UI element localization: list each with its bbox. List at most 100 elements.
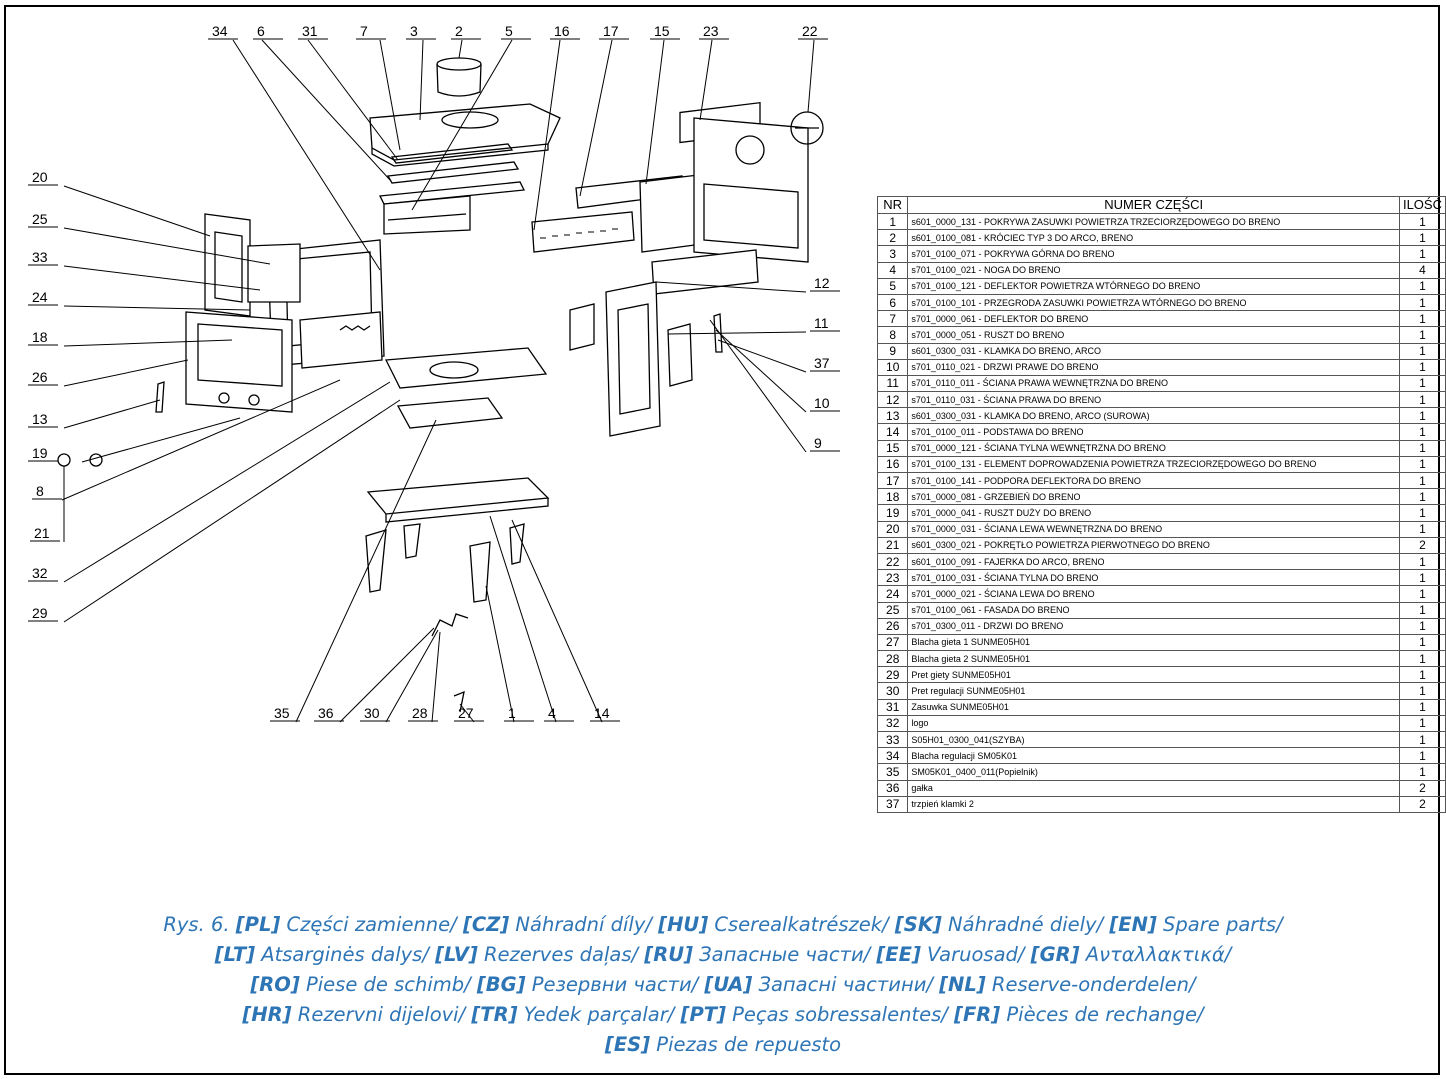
quantity-cell: 1	[1398, 763, 1446, 781]
part-number-cell: 32	[876, 714, 909, 733]
part-name-cell: s701_0000_121 - ŚCIANA TYLNA WEWNĘTRZNA …	[907, 439, 1400, 457]
callout-label: 11	[814, 315, 829, 331]
part-number-cell: 7	[876, 310, 909, 328]
caption-text: Varuosad/	[920, 943, 1031, 966]
part-name-cell: Pret regulacji SUNME05H01	[907, 682, 1400, 700]
part-number-cell: 21	[876, 536, 909, 554]
language-code: [EN]	[1109, 913, 1157, 936]
front-door-part	[185, 311, 293, 413]
callout-label: 9	[814, 435, 822, 451]
part-number-cell: 28	[876, 650, 909, 668]
quantity-cell: 1	[1398, 650, 1446, 668]
caption-text: Rezerves daļas/	[477, 943, 645, 966]
part-name-cell: s601_0100_091 - FAJERKA DO ARCO, BRENO	[907, 552, 1400, 571]
right-door-part	[667, 323, 693, 387]
caption-line: [RO] Piese de schimb/ [BG] Резервни част…	[20, 970, 1426, 1000]
air-supply-element	[531, 211, 635, 253]
quantity-cell: 1	[1398, 310, 1446, 328]
part-name-cell: s701_0100_021 - NOGA DO BRENO	[907, 261, 1400, 279]
ash-pan-part	[396, 397, 504, 429]
callout-label: 14	[594, 705, 610, 721]
quantity-cell: 1	[1398, 245, 1446, 263]
language-code: [HU]	[658, 913, 709, 936]
language-code: [EE]	[876, 943, 921, 966]
caption-text: Náhradní díly/	[509, 913, 659, 936]
caption-text: Ανταλλακτικά/	[1079, 943, 1232, 966]
quantity-cell: 1	[1398, 504, 1446, 522]
caption-text: Rezervni dijelovi/	[291, 1003, 472, 1026]
caption-text: Cserealkatrészek/	[708, 913, 895, 936]
quantity-cell: 1	[1398, 569, 1446, 587]
callout-label: 16	[554, 23, 570, 39]
rear-wall-part	[693, 117, 809, 263]
callout-label: 18	[32, 329, 48, 345]
callout-label: 6	[257, 23, 265, 39]
caption-line: Rys. 6. [PL] Części zamienne/ [CZ] Náhra…	[20, 910, 1426, 940]
language-code: [BG]	[476, 973, 526, 996]
caption-text: Запасні частини/	[752, 973, 940, 996]
part-name-cell: Blacha gieta 2 SUNME05H01	[907, 650, 1400, 668]
quantity-cell: 1	[1398, 730, 1446, 749]
part-number-cell: 1	[876, 212, 909, 231]
part-number-cell: 14	[876, 423, 909, 441]
callout-label: 28	[412, 705, 428, 721]
flue-collar-body	[436, 63, 482, 97]
part-number-cell: 10	[876, 358, 909, 376]
quantity-cell: 1	[1398, 342, 1446, 360]
quantity-cell: 2	[1398, 795, 1446, 813]
rod-part	[431, 613, 469, 637]
quantity-cell: 1	[1398, 391, 1446, 409]
caption-line: [LT] Atsarginės dalys/ [LV] Rezerves daļ…	[20, 940, 1426, 970]
callout-label: 3	[410, 23, 418, 39]
quantity-cell: 1	[1398, 601, 1446, 619]
language-code: [LV]	[435, 943, 478, 966]
callout-label: 31	[302, 23, 318, 39]
part-number-cell: 3	[876, 245, 909, 263]
language-code: [FR]	[954, 1003, 1001, 1026]
quantity-cell: 1	[1398, 747, 1446, 765]
column-header-qty: ILOŚĆ	[1398, 196, 1446, 214]
callout-label: 21	[34, 525, 50, 541]
quantity-cell: 1	[1398, 212, 1446, 231]
caption-text: Запасные части/	[692, 943, 877, 966]
quantity-cell: 1	[1398, 552, 1446, 571]
callout-label: 17	[603, 23, 619, 39]
part-name-cell: s701_0100_121 - DEFLEKTOR POWIETRZA WTÓR…	[907, 277, 1400, 295]
part-number-cell: 8	[876, 326, 909, 344]
part-name-cell: s701_0000_061 - DEFLEKTOR DO BRENO	[907, 310, 1400, 328]
part-name-cell: s701_0000_041 - RUSZT DUŻY DO BRENO	[907, 504, 1400, 522]
part-number-cell: 35	[876, 763, 909, 781]
language-code: [SK]	[894, 913, 942, 936]
handle-part	[155, 381, 165, 413]
part-name-cell: S05H01_0300_041(SZYBA)	[907, 730, 1400, 749]
part-name-cell: s701_0100_011 - PODSTAWA DO BRENO	[907, 423, 1400, 441]
caption-text: Rys. 6.	[163, 913, 236, 936]
air-deflector-part	[378, 181, 526, 205]
language-code: [RU]	[644, 943, 693, 966]
language-code: [TR]	[471, 1003, 518, 1026]
flue-collar-part	[436, 57, 482, 71]
part-number-cell: 20	[876, 520, 909, 538]
callout-label: 2	[455, 23, 463, 39]
part-name-cell: Zasuwka SUNME05H01	[907, 698, 1400, 716]
callout-label: 12	[814, 275, 830, 291]
part-number-cell: 17	[876, 471, 909, 490]
callout-label: 29	[32, 605, 48, 621]
part-number-cell: 15	[876, 439, 909, 457]
callout-label: 36	[318, 705, 334, 721]
part-name-cell: Pret giety SUNME05H01	[907, 666, 1400, 684]
part-number-cell: 11	[876, 374, 909, 393]
part-number-cell: 33	[876, 730, 909, 749]
